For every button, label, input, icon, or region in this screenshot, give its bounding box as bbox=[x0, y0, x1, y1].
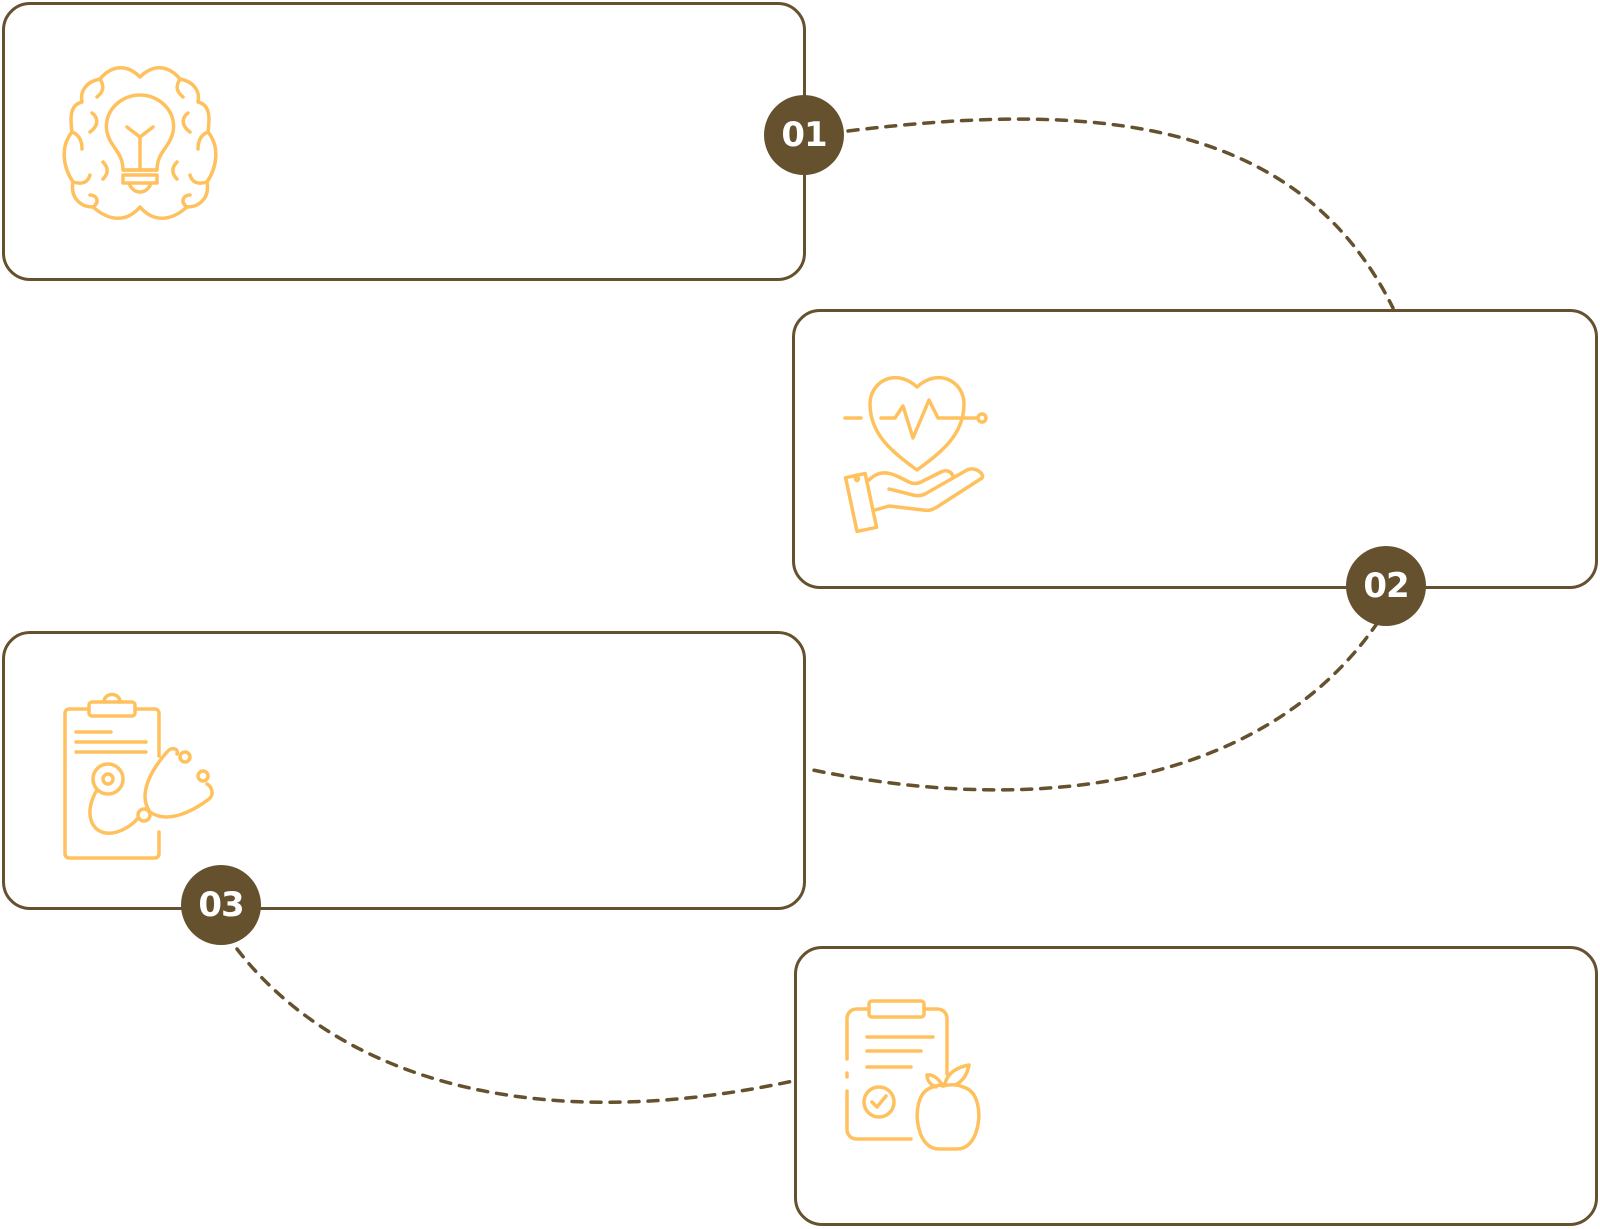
connector-03-04 bbox=[235, 947, 795, 1104]
step-badge-2: 02 bbox=[1346, 546, 1426, 626]
step-card-3 bbox=[2, 631, 806, 910]
heart-pulse-hand-icon bbox=[837, 362, 1007, 534]
clipboard-stethoscope-icon bbox=[57, 692, 227, 864]
step-badge-1: 01 bbox=[764, 95, 844, 175]
connector-01-02 bbox=[846, 117, 1395, 310]
brain-lightbulb-icon bbox=[55, 57, 225, 227]
step-badge-3: 03 bbox=[181, 865, 261, 945]
clipboard-apple-icon bbox=[839, 999, 1009, 1169]
step-card-2 bbox=[792, 309, 1598, 589]
step-card-4 bbox=[794, 946, 1598, 1226]
connector-02-03 bbox=[806, 620, 1380, 792]
step-card-1 bbox=[2, 2, 806, 281]
